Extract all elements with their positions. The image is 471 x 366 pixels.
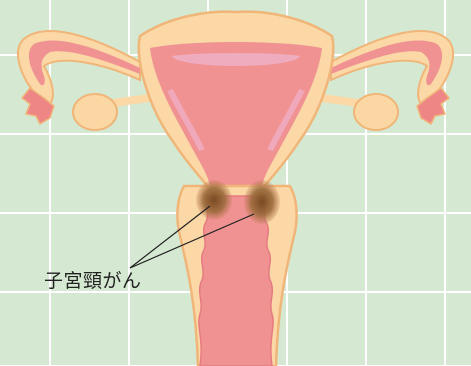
cervical-cancer-label: 子宮頸がん [44, 266, 142, 293]
left-ovary [73, 94, 117, 130]
right-ovary [354, 94, 398, 130]
